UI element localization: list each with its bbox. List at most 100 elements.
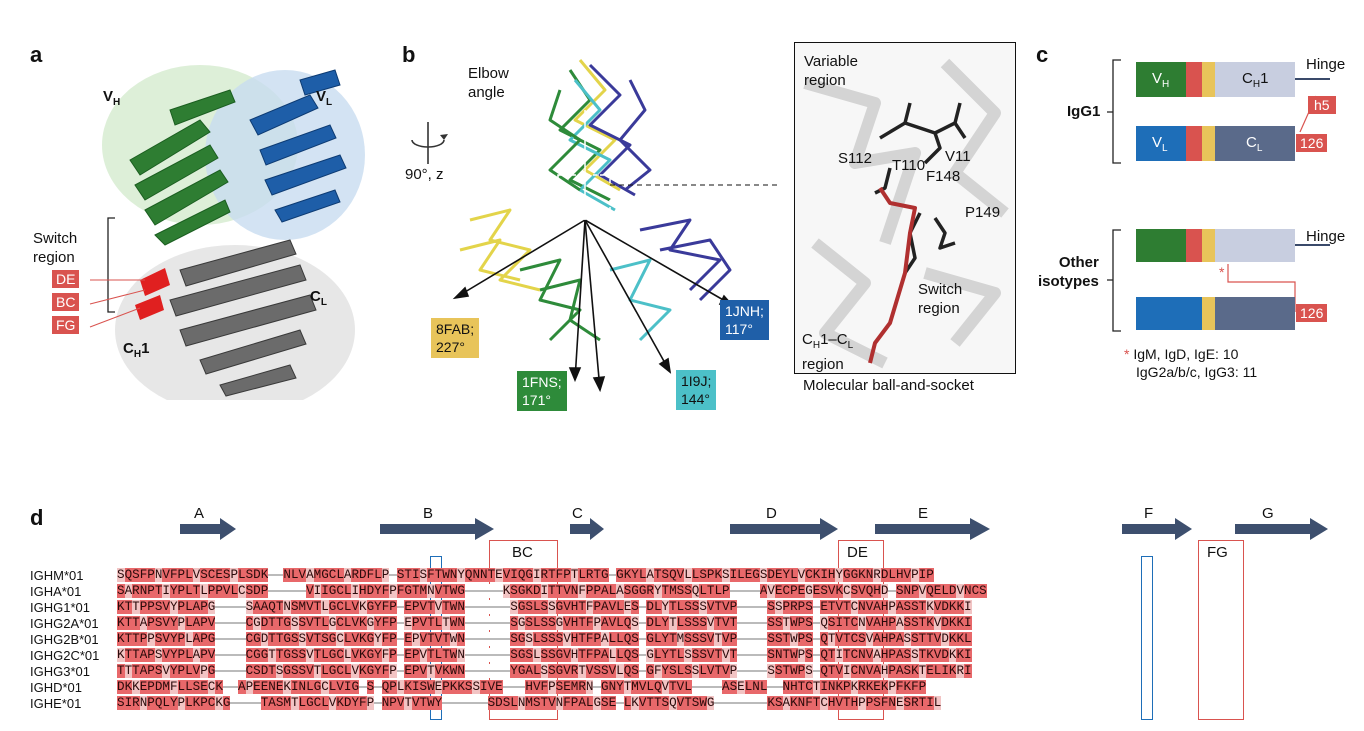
fg-loop-box	[1198, 540, 1244, 720]
panel-b-letter: b	[402, 42, 416, 67]
other-light-yellow	[1202, 297, 1215, 330]
other-switch-red	[1186, 229, 1202, 262]
inset-box	[794, 42, 1016, 374]
other-isotypes-label: Other isotypes	[1038, 254, 1099, 290]
igg1-yellow	[1202, 62, 1215, 97]
igg1-126-tag: 126	[1296, 134, 1328, 152]
structure-1fns-tag: 1FNS; 171°	[517, 371, 567, 411]
other-126-connector	[1227, 264, 1296, 312]
igg1-hinge-line	[1295, 78, 1330, 80]
igg1-light-red	[1186, 126, 1202, 161]
other-yellow	[1202, 229, 1215, 262]
sequence-name: IGHG3*01	[30, 664, 90, 679]
other-cl-domain	[1215, 297, 1295, 330]
igg1-label: IgG1	[1067, 103, 1101, 120]
igg1-cl-domain	[1215, 126, 1295, 161]
footnote-2: IgG2a/b/c, IgG3: 11	[1136, 364, 1258, 380]
ch1-label: CH1	[123, 340, 150, 360]
strand-arrows	[180, 518, 1328, 540]
sequence-name: IGHA*01	[30, 584, 82, 599]
igg1-vl-label: VL	[1152, 134, 1168, 154]
sequence-residues: SQSFPNVFPLVSCESPLSDK NLVAMGCLARDFLP STIS…	[117, 568, 934, 582]
strand-f-label: F	[1144, 505, 1154, 522]
sequence-residues: KTTPPSVYPLAPG CGDTTGSSVTSGCLVKGYFP EPVTV…	[117, 632, 972, 646]
switch-region-label: Switch region	[33, 230, 78, 266]
loop-bc-tag: BC	[52, 293, 80, 311]
panel-d-letter: d	[30, 505, 44, 530]
panel-c-letter: c	[1036, 42, 1049, 67]
cl-label: CL	[310, 288, 327, 308]
sequence-residues: KTTPPSVYPLAPG SAAQTNSMVTLGCLVKGYFP EPVTV…	[117, 600, 972, 614]
superposed-structures	[452, 59, 780, 393]
residue-v11: V11	[945, 148, 971, 165]
other-hinge-line	[1295, 244, 1330, 246]
igg1-ch1-domain	[1215, 62, 1295, 97]
loop-fg-tag: FG	[52, 316, 80, 334]
rotation-label: 90°, z	[405, 166, 444, 183]
strand-g-label: G	[1262, 505, 1274, 522]
residue-t110: T110	[892, 157, 926, 174]
sequence-name: IGHG2B*01	[30, 632, 99, 647]
other-bracket	[1107, 229, 1121, 332]
bc-loop-box	[489, 540, 558, 720]
igg1-vh-domain	[1136, 62, 1186, 97]
igg1-bracket	[1107, 59, 1121, 164]
vh-label: VH	[103, 88, 121, 108]
structure-8fab-tag: 8FAB; 227°	[431, 318, 480, 358]
de-loop-label: DE	[847, 544, 868, 561]
structure-1jnh-tag: 1JNH; 117°	[720, 300, 769, 340]
other-126-tag: 126	[1296, 304, 1328, 322]
fg-loop-label: FG	[1207, 544, 1228, 561]
igg1-ch1-label: CH1	[1242, 70, 1269, 90]
sequence-residues: SARNPTIYPLTLPPVLCSDP VIIGCLIHDYFPFGTMNVT…	[117, 584, 987, 598]
sequence-residues: KTTAPSVYPLAPV CGGTTGSSVTLGCLVKGYFP EPVTL…	[117, 648, 972, 662]
sequence-residues: TTTAPSVYPLVPG CSDTSGSSVTLGCLVKGYFP EPVTV…	[117, 664, 972, 678]
strand-d-label: D	[766, 505, 777, 522]
igg1-light-yellow	[1202, 126, 1215, 161]
footnote-1: * IgM, IgD, IgE: 10	[1124, 346, 1239, 362]
h5-tag: h5	[1308, 96, 1336, 114]
sequence-residues: KTTAPSVYPLAPV CGDTTGSSVTLGCLVKGYFP EPVTL…	[117, 616, 972, 630]
ball-socket-caption: Molecular ball-and-socket	[803, 377, 974, 394]
sequence-residues: DKKEPDMFLLSECK APEENEKINLGCLVIG S QPLKIS…	[117, 680, 927, 694]
cys-column-f	[1141, 556, 1153, 720]
other-vh-domain	[1136, 229, 1186, 262]
residue-f148: F148	[926, 168, 961, 185]
de-loop-box	[838, 540, 884, 720]
igg1-vl-domain	[1136, 126, 1186, 161]
other-star: *	[1219, 264, 1225, 280]
vl-label: VL	[316, 88, 333, 108]
loop-de-tag: DE	[52, 270, 80, 288]
structure-1i9j-tag: 1I9J; 144°	[676, 370, 717, 410]
ch1-cl-region-label: CH1–CL region	[802, 331, 854, 373]
elbow-angle-label: Elbow angle	[468, 65, 509, 101]
residue-s112: S112	[838, 150, 872, 167]
strand-e-label: E	[918, 505, 929, 522]
strand-a-label: A	[194, 505, 205, 522]
residue-p149: P149	[965, 204, 1001, 221]
other-vl-domain	[1136, 297, 1206, 330]
sequence-name: IGHE*01	[30, 696, 82, 711]
igg1-hinge-label: Hinge	[1306, 56, 1346, 73]
rotation-icon	[411, 122, 448, 164]
panel-a-letter: a	[30, 42, 43, 67]
sequence-name: IGHG2A*01	[30, 616, 99, 631]
sequence-name: IGHM*01	[30, 568, 84, 583]
inset-structure	[803, 58, 1009, 369]
sequence-name: IGHG2C*01	[30, 648, 100, 663]
igg1-vh-label: VH	[1152, 70, 1170, 90]
igg1-switch-red	[1186, 62, 1202, 97]
other-ch1-domain	[1215, 229, 1295, 262]
switch-region-inset-label: Switch region	[918, 281, 963, 317]
sequence-name: IGHD*01	[30, 680, 83, 695]
strand-c-label: C	[572, 505, 583, 522]
panel-a-structure	[89, 65, 365, 400]
other-hinge-label: Hinge	[1306, 228, 1346, 245]
igg1-cl-label: CL	[1246, 134, 1263, 154]
bc-loop-label: BC	[512, 544, 533, 561]
strand-b-label: B	[423, 505, 434, 522]
variable-region-label: Variable region	[804, 53, 858, 89]
sequence-name: IGHG1*01	[30, 600, 90, 615]
sequence-residues: SIRNPQLYPLKPCKG TASMTLGCLVKDYFP NPVTVTWY…	[117, 696, 942, 710]
h5-connector	[1299, 95, 1317, 133]
